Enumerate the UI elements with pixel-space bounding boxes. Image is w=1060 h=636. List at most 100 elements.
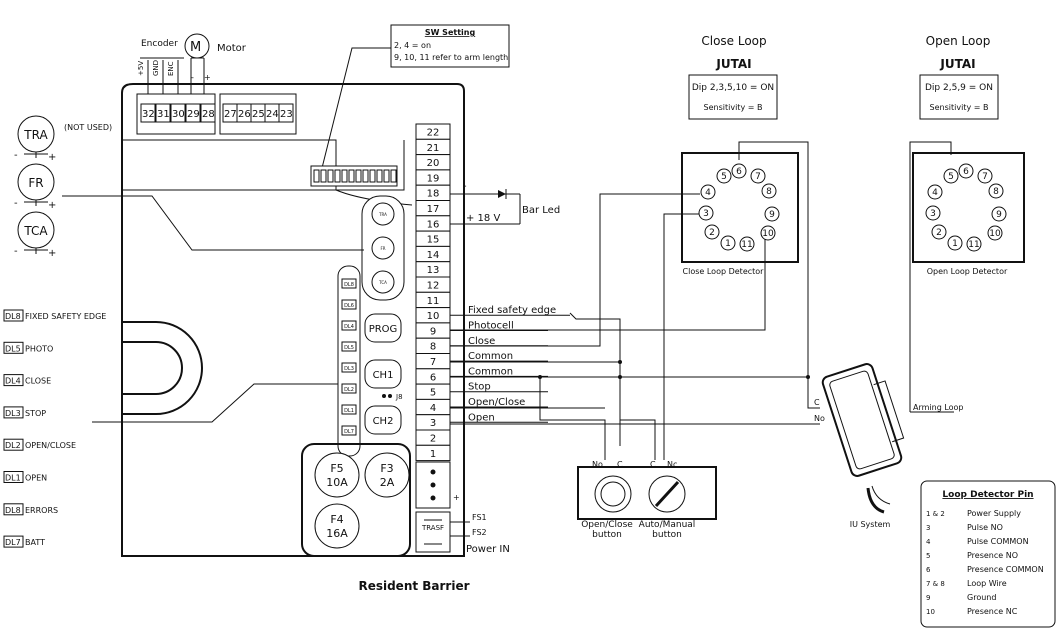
- fuse-f5-id: F5: [330, 462, 343, 475]
- fuse-f4-rating: 16A: [326, 527, 348, 540]
- trasf-label: TRASF: [421, 524, 444, 532]
- led-tag: DL4: [5, 377, 21, 386]
- power-wires: [450, 521, 470, 537]
- board-led: [341, 299, 357, 310]
- dip-switch-cell: [383, 169, 390, 183]
- led-tag: DL5: [5, 344, 21, 353]
- pot-wiper: [24, 200, 48, 206]
- led-label: ERRORS: [25, 506, 58, 515]
- fuse-f5: [314, 452, 360, 498]
- detector-pin-label: 7: [755, 172, 761, 182]
- pot-label: TCA: [23, 224, 48, 238]
- open-close-label-2: button: [592, 530, 622, 540]
- detector-pin-label: 6: [963, 167, 969, 177]
- led-tag: DL2: [5, 441, 21, 450]
- board-pot[interactable]: [371, 236, 395, 260]
- board-led: [341, 362, 357, 373]
- left-pots: TRA-+(NOT USED)FR-+TCA-+: [14, 115, 112, 259]
- detector-pin: [931, 224, 947, 240]
- detector-pin: [927, 184, 943, 200]
- open-close-c: C: [617, 460, 623, 469]
- battery-pin-3: [430, 495, 436, 501]
- sw-setting-title: SW Setting: [425, 28, 476, 37]
- detector-pin: [987, 225, 1003, 241]
- legend-pin: 3: [926, 524, 930, 532]
- motor-symbol-letter: M: [190, 40, 201, 55]
- pot-minus: -: [14, 246, 18, 257]
- sw-setting-box: [390, 24, 510, 68]
- top-terminal-cell: [200, 103, 216, 123]
- button-box: [577, 466, 717, 520]
- led-tag: DL3: [5, 409, 21, 418]
- wire-label: Close: [468, 336, 495, 347]
- ch1-button[interactable]: [364, 359, 402, 389]
- pot-note: (NOT USED): [64, 123, 112, 132]
- detector-pin-label: 10: [762, 229, 774, 239]
- sw-setting-line1: 2, 4 = on: [394, 41, 431, 50]
- top-terminal-cell: [140, 103, 156, 123]
- legend-title: Loop Detector Pin: [942, 490, 1033, 500]
- fuse-f4-id: F4: [330, 513, 343, 526]
- legend-desc: Pulse COMMON: [967, 537, 1029, 546]
- led-tag-box: [3, 341, 24, 354]
- power-in-label: Power IN: [466, 544, 510, 555]
- detector-pin-label: 11: [968, 240, 979, 250]
- detector-pin-label: 4: [932, 188, 938, 198]
- board-pot[interactable]: [371, 202, 395, 226]
- detector-pin: [739, 236, 755, 252]
- legend-desc: Ground: [967, 593, 996, 602]
- led-tag: DL8: [5, 312, 21, 321]
- motor-minus: -: [191, 73, 194, 82]
- terminal-number: 18: [427, 189, 440, 200]
- open-loop-sensitivity: Sensitivity = B: [930, 103, 989, 112]
- encoder-pin-enc: ENC: [167, 61, 175, 76]
- auto-manual-c: C: [650, 460, 656, 469]
- detector-pin: [764, 206, 780, 222]
- board-led-tag: DL2: [344, 387, 354, 393]
- open-loop-brand: JUTAI: [939, 57, 975, 71]
- top-terminal-label: 23: [280, 109, 293, 120]
- board-led-tag: DL8: [344, 282, 354, 288]
- close-loop-settings-box: [688, 74, 778, 120]
- legend-pin: 4: [926, 538, 931, 546]
- detector-pin-label: 11: [741, 240, 752, 250]
- detector-pin: [731, 163, 747, 179]
- battery-plus: +: [453, 493, 460, 502]
- board-led-tag: DL3: [344, 366, 354, 372]
- prog-button[interactable]: [364, 313, 402, 343]
- jumper-label: J8: [395, 393, 403, 401]
- terminal-number: 11: [427, 296, 440, 307]
- open-loop-caption: Open Loop Detector: [927, 267, 1008, 276]
- diagram-caption: Resident Barrier: [358, 579, 469, 593]
- legend-pin: 7 & 8: [926, 580, 945, 588]
- auto-manual-nc: Nc: [667, 460, 677, 469]
- encoder-pin-gnd: GND: [152, 60, 160, 76]
- motor-plus: +: [204, 73, 211, 82]
- pot-minus: -: [14, 198, 18, 209]
- terminal-number: 15: [427, 235, 440, 246]
- dip-switch-cell: [320, 169, 327, 183]
- auto-manual-label-1: Auto/Manual: [639, 520, 696, 530]
- board-cutout: [122, 321, 203, 415]
- legend-pin: 5: [926, 552, 930, 560]
- terminal-number: 3: [430, 418, 436, 429]
- signal-wiring: [450, 141, 954, 460]
- dip-switch-cell: [334, 169, 341, 183]
- legend-desc: Power Supply: [967, 509, 1021, 518]
- detector-pin-label: 9: [996, 210, 1002, 220]
- open-close-button-inner: [600, 481, 626, 507]
- legend-desc: Presence NC: [967, 607, 1018, 616]
- open-close-label-1: Open/Close: [581, 520, 633, 530]
- wire-label: Fixed safety edge: [468, 305, 556, 316]
- ch2-button-label: CH2: [373, 416, 394, 427]
- ch2-button[interactable]: [364, 405, 402, 435]
- terminal-number: 22: [427, 128, 440, 139]
- wire-label: Open: [468, 412, 495, 423]
- board-pot[interactable]: [371, 270, 395, 294]
- dip-switch-cell: [313, 169, 320, 183]
- prog-button-label: PROG: [369, 324, 398, 335]
- legend-pin: 10: [926, 608, 935, 616]
